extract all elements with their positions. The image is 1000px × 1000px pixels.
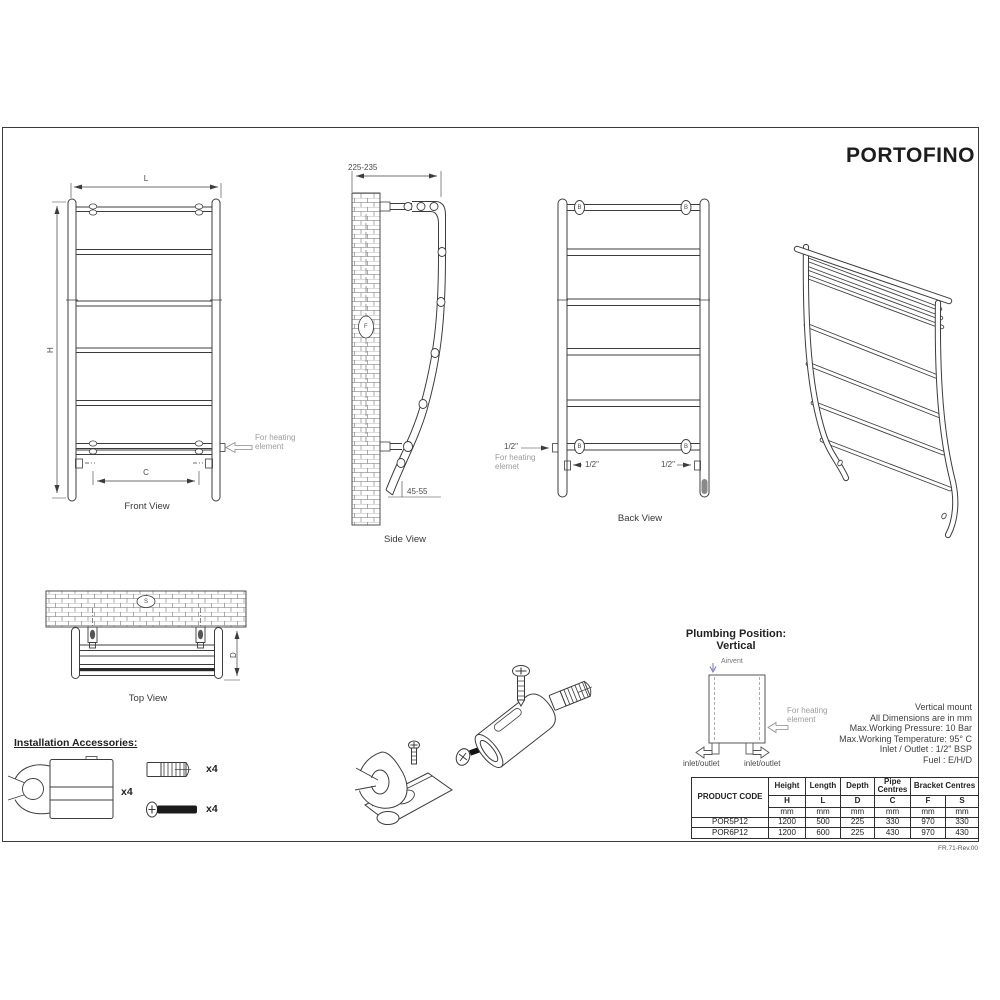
front-dim-length-label: L — [143, 174, 149, 183]
top-dim-depth-label: D — [229, 652, 238, 658]
back-inlet-size-left-label: 1/2" — [504, 442, 518, 451]
plumbing-position-subtitle: Vertical — [716, 640, 756, 652]
back-bracket-marker: B — [684, 443, 689, 450]
spec-note-line: Max.Working Temperature: 95° C — [839, 733, 972, 744]
back-inlet-size-bottom-left-label: 1/2" — [585, 460, 599, 469]
airvent-label: Airvent — [721, 658, 743, 665]
top-view-caption: Top View — [128, 693, 168, 704]
side-view-caption: Side View — [383, 534, 427, 545]
value-cell: 970 — [910, 816, 946, 828]
product-code-cell: POR6P12 — [691, 826, 769, 839]
plumbing-heating-note-line1: For heating — [787, 706, 828, 715]
unit-cell: mm — [874, 806, 911, 818]
front-dim-pipe-centres-label: C — [143, 468, 149, 477]
symbol-cell: L — [805, 794, 841, 808]
spec-note-line: Max.Working Pressure: 10 Bar — [849, 723, 972, 734]
front-view-caption: Front View — [124, 501, 170, 512]
back-view-drawing — [521, 198, 710, 498]
value-cell: 330 — [945, 816, 979, 828]
product-code-cell: POR5P12 — [691, 816, 769, 828]
value-cell: 970 — [910, 826, 946, 839]
unit-cell: mm — [945, 806, 979, 818]
page-title: PORTOFINO — [846, 144, 975, 167]
back-bracket-marker: B — [577, 443, 582, 450]
symbol-cell: S — [945, 794, 979, 808]
side-view-drawing — [351, 171, 447, 526]
spec-note-line: Vertical mount — [914, 702, 972, 712]
col-header-length: Length — [805, 777, 841, 796]
plumbing-position-title: Plumbing Position: — [685, 628, 787, 640]
product-code-header: PRODUCT CODE — [691, 777, 769, 818]
accessories-drawing — [4, 756, 197, 819]
col-header-pipe-centres: Pipe Centres — [874, 777, 911, 796]
symbol-cell: F — [910, 794, 946, 808]
value-cell: 500 — [805, 816, 841, 828]
plumbing-position-heading: Plumbing Position: Vertical — [676, 628, 796, 652]
value-cell: 430 — [874, 826, 911, 839]
symbol-cell: H — [768, 794, 806, 808]
product-spec-table: PRODUCT CODE Height Length Depth Pipe Ce… — [691, 777, 979, 839]
symbol-cell: D — [840, 794, 875, 808]
table-row: POR6P12 1200 600 225 430 970 430 — [691, 826, 979, 839]
unit-cell: mm — [805, 806, 841, 818]
back-bracket-marker: B — [577, 204, 582, 211]
value-cell: 225 — [840, 826, 875, 839]
back-heating-note-line1: For heating — [495, 453, 536, 462]
inlet-arrow-left-icon — [695, 746, 713, 759]
inlet-outlet-left-label: inlet/outlet — [683, 759, 720, 768]
inlet-outlet-right-label: inlet/outlet — [744, 759, 781, 768]
front-dim-height-label: H — [46, 347, 55, 353]
spec-note-line: Fuel : E/H/D — [922, 754, 972, 765]
value-cell: 430 — [945, 826, 979, 839]
unit-cell: mm — [840, 806, 875, 818]
front-heating-note-line2: element — [255, 442, 284, 451]
back-heating-note-line2: elemet — [495, 462, 520, 471]
spec-note-line: Inlet / Outlet : 1/2" BSP — [879, 744, 972, 755]
unit-cell: mm — [910, 806, 946, 818]
col-header-depth: Depth — [840, 777, 875, 796]
value-cell: 330 — [874, 816, 911, 828]
heating-element-arrow-icon — [225, 441, 253, 454]
side-wall-marker: F — [364, 324, 368, 330]
heating-element-arrow-icon — [767, 721, 789, 734]
col-header-bracket-centres: Bracket Centres — [910, 777, 979, 796]
value-cell: 225 — [840, 816, 875, 828]
wall-plug-qty-label: x4 — [206, 763, 218, 775]
table-row: POR5P12 1200 500 225 330 970 330 — [691, 816, 979, 828]
airvent-arrow-icon — [709, 663, 717, 674]
side-dim-floor-distance-label: 45-55 — [407, 487, 428, 496]
value-cell: 600 — [805, 826, 841, 839]
back-bracket-marker: B — [684, 204, 689, 211]
spec-note-line: All Dimensions are in mm — [869, 712, 972, 723]
value-cell: 1200 — [768, 826, 806, 839]
spec-notes: Vertical mount All Dimensions are in mm … — [700, 702, 972, 766]
document-reference: FR.71-Rev.00 — [938, 845, 978, 852]
col-header-height: Height — [768, 777, 806, 796]
back-view-caption: Back View — [617, 513, 663, 524]
value-cell: 1200 — [768, 816, 806, 828]
accessories-heading: Installation Accessories: — [14, 737, 138, 749]
back-inlet-size-bottom-right-label: 1/2" — [661, 460, 675, 469]
symbol-cell: C — [874, 794, 911, 808]
front-heating-note-line1: For heating — [255, 433, 296, 442]
top-view-drawing — [45, 590, 247, 681]
front-view-drawing — [52, 183, 253, 502]
bracket-assembly-drawing — [350, 665, 593, 825]
unit-cell: mm — [768, 806, 806, 818]
bracket-qty-label: x4 — [121, 786, 133, 798]
inlet-arrow-right-icon — [752, 746, 770, 759]
plumbing-diagram — [695, 663, 789, 759]
top-wall-marker: S — [144, 598, 149, 605]
screw-qty-label: x4 — [206, 803, 218, 815]
isometric-view-drawing — [793, 243, 959, 539]
side-dim-wall-distance-label: 225-235 — [348, 163, 378, 172]
drawing-frame — [2, 127, 979, 842]
plumbing-heating-note-line2: element — [787, 715, 816, 724]
